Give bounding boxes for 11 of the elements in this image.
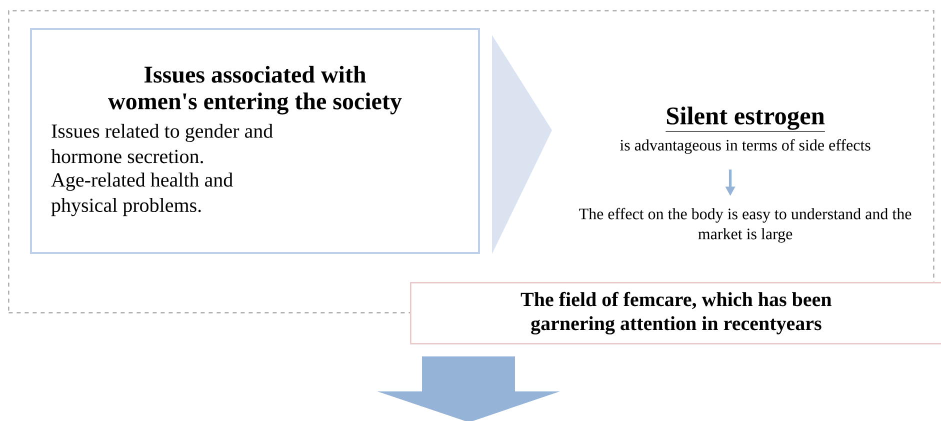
block-arrow bbox=[377, 356, 560, 421]
subtitle-text: is advantageous in terms of side effects bbox=[620, 139, 870, 154]
highlight-box: The field of femcare, which has been garnering attention in recentyears bbox=[410, 282, 941, 344]
text-block bbox=[620, 106, 870, 154]
body-text: Age-related health and physical problems. bbox=[51, 172, 233, 216]
heading: Issues associated with women's entering the society bbox=[108, 66, 402, 114]
note-text: The effect on the body is easy to understand and the market is large bbox=[579, 208, 912, 243]
body-text: Issues related to gender and hormone secretion. bbox=[51, 124, 273, 164]
text-box bbox=[30, 28, 480, 254]
title-text: Silent estrogen bbox=[665, 106, 826, 132]
chevron-arrow bbox=[492, 35, 552, 254]
